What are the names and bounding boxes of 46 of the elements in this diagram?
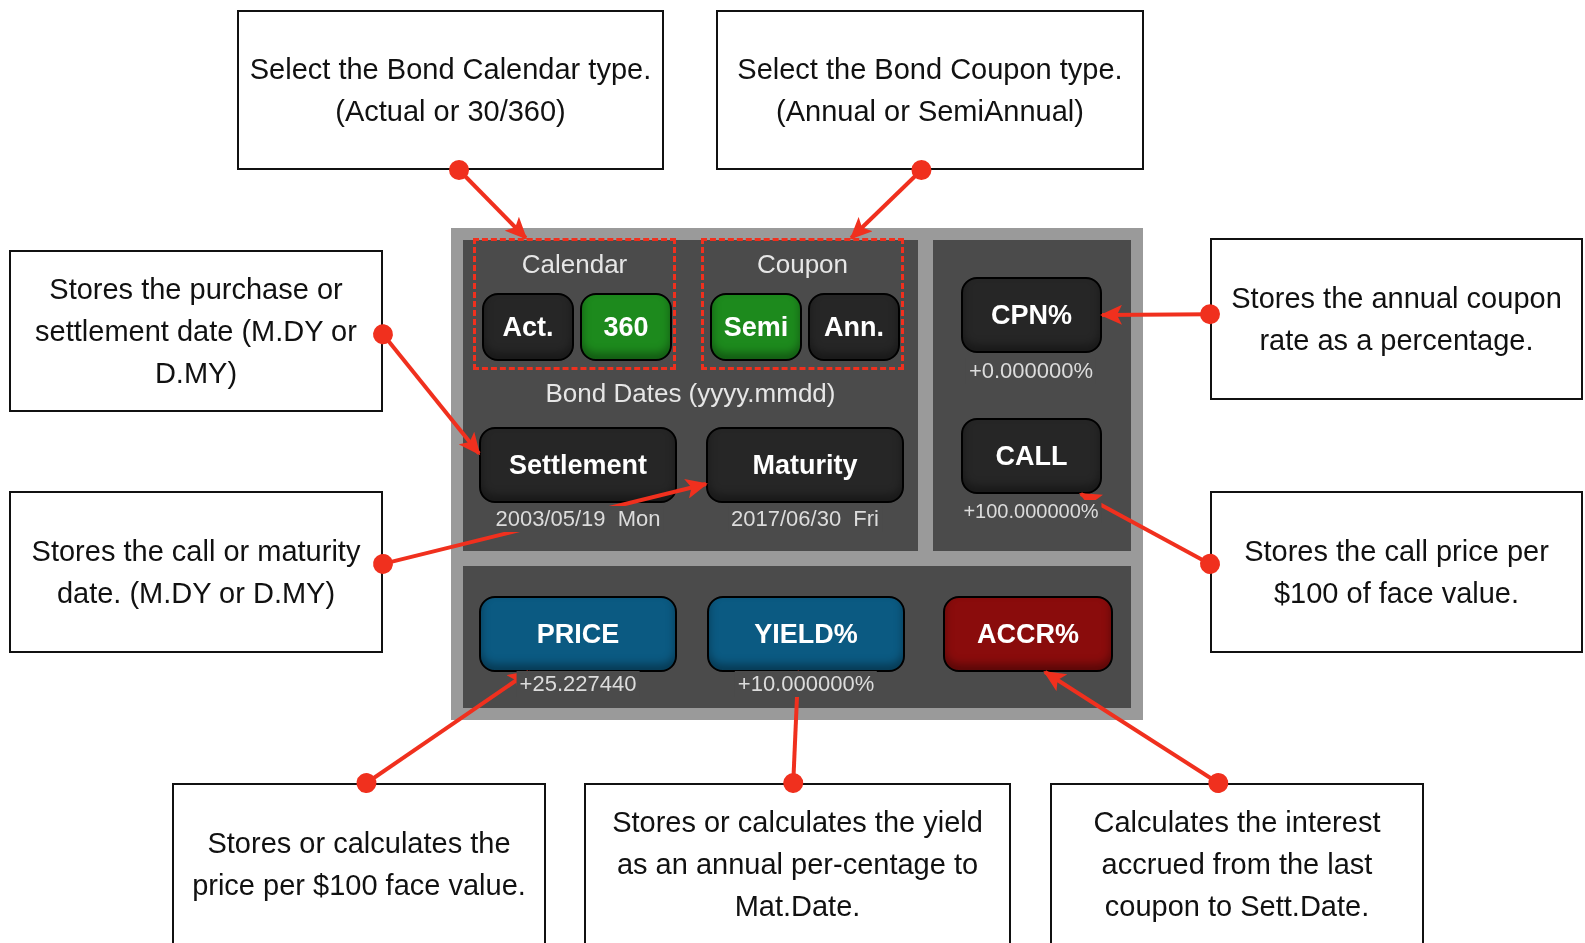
callout-text: Stores the call or maturity date. (M.DY or D.MY): [30, 534, 362, 611]
callout-text: Stores the call price per $100 of face value.: [1243, 534, 1550, 611]
panel-background: [463, 240, 918, 551]
callout-box: [716, 10, 1144, 170]
leader-arrow: [1100, 304, 1220, 325]
call-button: CALL: [961, 418, 1102, 494]
callout-box: [9, 250, 383, 412]
callout-box: [1210, 238, 1583, 400]
leader-arrow: [849, 160, 932, 240]
leader-arrow: [373, 324, 481, 456]
accrued-button: ACCR%: [943, 596, 1113, 672]
callout-text: Calculates the interest accrued from the last coupon to Sett.Date.: [1092, 805, 1382, 924]
device-panel: [451, 228, 1143, 720]
callout-box: [9, 491, 383, 653]
callout-text: Stores the purchase or settlement date (M.DY or D.MY): [34, 272, 358, 391]
leader-arrow: [449, 160, 528, 240]
callout-text: Stores or calculates the yield as an annual per-centage to Mat.Date.: [611, 805, 984, 924]
price-button: PRICE: [479, 596, 677, 672]
callout-text: Stores or calculates the price per $100 face value.: [191, 826, 527, 903]
leader-arrow: [373, 479, 708, 574]
group-title: Coupon: [755, 249, 850, 280]
leader-arrow: [1043, 670, 1229, 793]
callout-box: [1210, 491, 1583, 653]
yield-button: YIELD%: [707, 596, 905, 672]
maturity-button: Maturity: [706, 427, 904, 503]
coupon-rate-button: CPN%: [961, 277, 1102, 353]
panel-background: [933, 240, 1131, 551]
settlement-button: Settlement: [479, 427, 677, 503]
value-readout: +10.000000%: [734, 671, 878, 697]
group-title: Calendar: [520, 249, 629, 280]
section-title: Bond Dates (yyyy.mmdd): [544, 378, 837, 409]
semi-button: Semi: [710, 293, 802, 361]
act-button: Act.: [482, 293, 574, 361]
dashed-group-frame: [473, 238, 676, 370]
ann-button: Ann.: [808, 293, 900, 361]
panel-background: [463, 566, 1131, 708]
callout-box: [172, 783, 546, 943]
dashed-group-frame: [701, 238, 904, 370]
leader-arrow: [1079, 492, 1220, 574]
callout-box: [584, 783, 1011, 943]
callout-text: Select the Bond Coupon type. (Annual or SemiAnnual): [736, 52, 1124, 129]
360-button: 360: [580, 293, 672, 361]
callout-box: [1050, 783, 1424, 943]
callout-text: Stores the annual coupon rate as a percentage.: [1230, 281, 1563, 358]
callout-box: [237, 10, 664, 170]
callout-text: Select the Bond Calendar type. (Actual or 30/360): [249, 52, 652, 129]
